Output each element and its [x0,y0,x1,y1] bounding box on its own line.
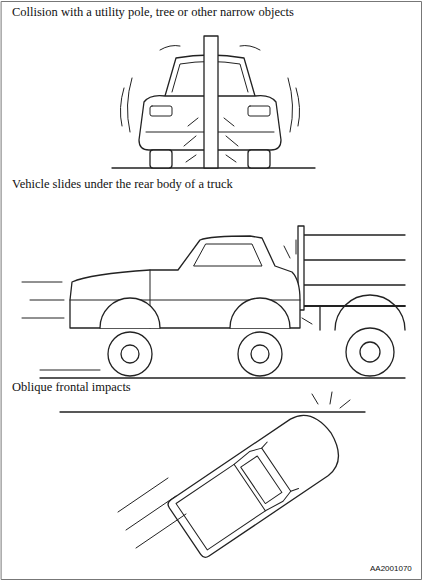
figure-code: AA2001070 [370,564,412,573]
oblique-impact-figure [60,392,365,559]
figure-caption: Oblique frontal impacts [12,380,131,395]
figure-caption: Collision with a utility pole, tree or o… [12,5,294,20]
underride-figure [22,226,405,378]
figure-caption: Vehicle slides under the rear body of a … [12,177,233,192]
pole-collision-figure [112,36,315,168]
